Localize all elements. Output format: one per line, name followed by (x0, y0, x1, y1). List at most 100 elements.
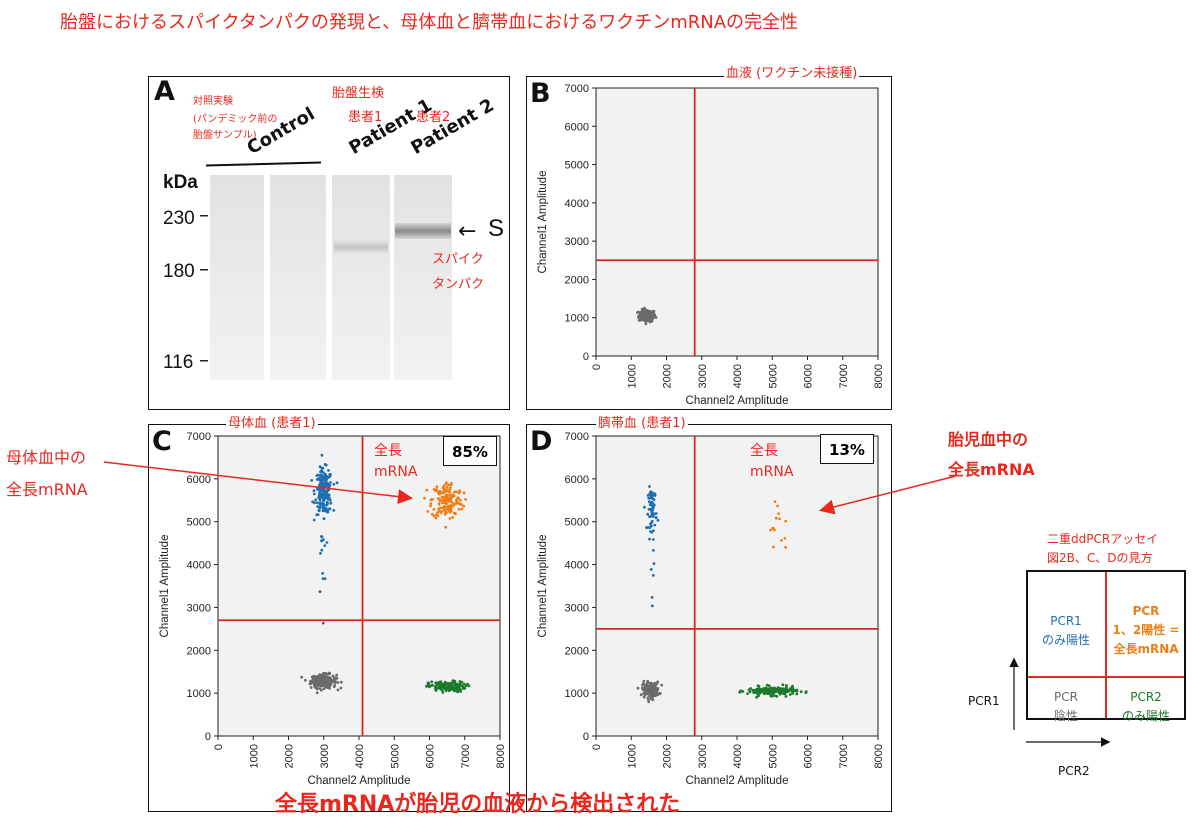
panel-b-point-negative (644, 322, 648, 326)
legend-tr-line-1: PCR (1132, 604, 1160, 618)
gel-marker-tick-230 (200, 215, 208, 217)
panel-c-point-pcr1_only (318, 465, 322, 469)
panel-d-point-double_positive (771, 527, 775, 530)
panel-c-xaxis-label: Channel2 Amplitude (308, 775, 411, 787)
panel-c-point-double_positive (444, 510, 447, 514)
panel-d-point-double_positive (780, 539, 783, 542)
panel-d-xtick-label: 4000 (732, 744, 744, 768)
kda-label: kDa (163, 172, 198, 193)
panel-c-ytick-label: 1000 (187, 688, 211, 700)
panel-d-point-double_positive (777, 512, 780, 515)
panel-c-point-negative (333, 676, 337, 680)
panel-c-point-pcr1_only (319, 505, 322, 509)
panel-c-point-pcr2_only (438, 682, 442, 686)
panel-c-point-negative (335, 676, 339, 680)
panel-d-point-pcr2_only (761, 687, 764, 691)
panel-c-point-pcr1_only (327, 507, 330, 511)
panel-c-point-negative (315, 691, 319, 695)
legend-pcr2-only: PCR2 のみ陽性 (1108, 688, 1184, 726)
panel-c-point-pcr1_only (326, 510, 329, 514)
gel-image (200, 175, 452, 380)
panel-c-point-double_positive (457, 491, 460, 495)
panel-c-point-pcr1_only_tail (323, 577, 327, 581)
panel-d-point-pcr1_only_tail (651, 538, 655, 541)
biopsy-label: 胎盤生検 (332, 86, 385, 101)
panel-c-ytick-label: 2000 (187, 645, 211, 657)
panel-c-point-pcr1_only (329, 481, 332, 484)
panel-d-point-pcr1_only (650, 502, 653, 506)
panel-c-point-pcr2_only (427, 684, 431, 688)
panel-b-xtick-label: 6000 (803, 364, 815, 388)
panel-d-point-pcr2_only (755, 695, 758, 699)
panel-d-xtick-label: 1000 (626, 744, 638, 768)
panel-c-point-negative (328, 682, 331, 685)
panel-c-title: 母体血 (患者1) (226, 412, 318, 431)
panel-d-point-negative (654, 694, 657, 697)
panel-c-point-negative (333, 678, 337, 682)
panel-d-point-pcr1_only (647, 500, 651, 504)
panel-d-point-pcr2_only (779, 690, 782, 693)
panel-c-point-pcr1_only_tail (325, 541, 329, 544)
panel-d-point-pcr2_only (784, 686, 788, 689)
panel-d-ytick-label: 6000 (565, 474, 589, 486)
panel-c-point-negative (325, 686, 329, 689)
panel-c-point-double_positive (449, 507, 453, 511)
panel-d-point-negative (639, 693, 643, 697)
panel-c-point-double_positive (449, 496, 452, 500)
panel-c-point-double_positive (452, 494, 456, 498)
panel-c-point-negative (327, 678, 330, 682)
legend-axis-y-label: PCR1 (968, 694, 1000, 708)
panel-c-point-negative (318, 678, 322, 682)
panel-d-point-negative (651, 684, 654, 688)
panel-d-xtick-label: 6000 (803, 744, 815, 768)
panel-d-point-negative (645, 685, 649, 689)
panel-d-ytick-label: 4000 (565, 560, 589, 572)
panel-c-point-double_positive (457, 502, 460, 505)
patient1-jp: 患者1 (348, 110, 383, 125)
panel-c-point-double_positive (450, 482, 453, 485)
panel-c-point-pcr1_only (322, 489, 326, 493)
panel-c-ytick-label: 7000 (187, 431, 211, 443)
legend-axis-x-label: PCR2 (1058, 764, 1090, 778)
band-note-1: スパイク (432, 252, 484, 267)
spike-band-arrow: ← (458, 219, 477, 244)
panel-c-yaxis-label: Channel1 Amplitude (159, 535, 171, 638)
panel-c-xtick-label: 2000 (284, 744, 296, 768)
panel-c-point-pcr1_only (325, 490, 329, 493)
panel-d-point-pcr2_only (795, 692, 799, 696)
panel-b-point-negative (643, 313, 646, 316)
panel-d-plot-area (595, 435, 879, 737)
legend-br-line-2: のみ陽性 (1121, 709, 1170, 723)
panel-c-point-pcr2_only (453, 689, 456, 693)
panel-c-point-pcr2_only (456, 684, 459, 687)
panel-a-letter: A (154, 76, 175, 107)
legend-header-1: 二重ddPCRアッセイ (1047, 532, 1159, 546)
panel-b-title: 血液 (ワクチン未接種) (724, 62, 860, 81)
fetal-annotation-1: 胎児血中の (948, 430, 1029, 449)
panel-c-point-pcr2_only (439, 680, 443, 684)
panel-c-point-pcr2_only (447, 689, 451, 693)
panel-c-point-negative (313, 676, 317, 680)
panel-d-point-pcr2_only (756, 684, 760, 688)
panel-b-point-negative (644, 311, 648, 314)
panel-c-point-negative (339, 686, 343, 690)
panel-d-point-negative (653, 681, 657, 685)
panel-c-point-double_positive (426, 510, 430, 513)
panel-c-point-negative (321, 683, 325, 687)
panel-b-ytick-label: 1000 (565, 313, 589, 325)
panel-c-point-pcr2_only (466, 682, 469, 686)
panel-c-point-pcr2_only (431, 683, 434, 687)
panel-d-point-double_positive (772, 545, 775, 549)
legend-pcr1-only: PCR1 のみ陽性 (1030, 612, 1102, 650)
panel-d-point-double_positive (769, 528, 772, 532)
panel-c-point-double_positive (457, 507, 461, 511)
panel-d-point-pcr1_only_tail (649, 568, 653, 571)
panel-d-xtick-label: 0 (591, 744, 603, 750)
panel-c-point-double_positive (462, 504, 466, 508)
gel-marker-tick-116 (200, 360, 208, 362)
panel-b-ytick-label: 3000 (565, 236, 589, 248)
panel-c-point-pcr1_only (326, 483, 329, 487)
panel-c-point-negative (316, 684, 320, 687)
